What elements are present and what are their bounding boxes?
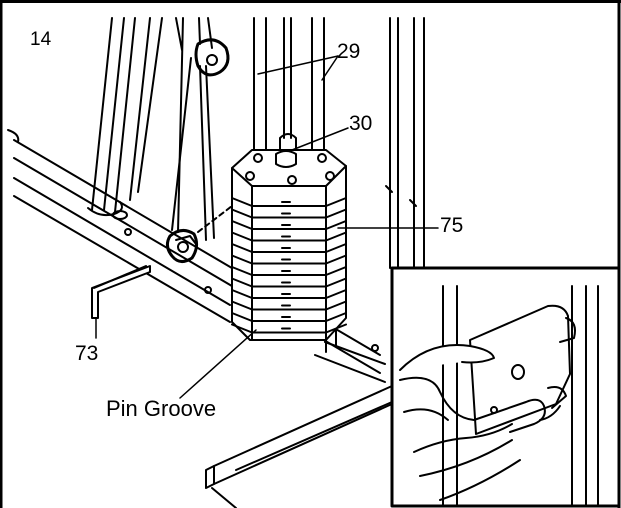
callout-73: 73 <box>75 342 99 365</box>
frame-upright <box>87 17 163 220</box>
weight-plate-edge <box>231 231 347 242</box>
inset-frame <box>390 266 621 508</box>
selector-rod <box>279 17 297 162</box>
step-number: 14 <box>30 29 52 50</box>
pin-groove-label: Pin Groove <box>106 396 217 421</box>
callout-75: 75 <box>440 214 464 237</box>
weight-plate-edge <box>231 312 347 322</box>
callout-29: 29 <box>337 40 361 63</box>
lower-pulley <box>165 205 233 263</box>
weight-plate-edge <box>231 289 347 299</box>
weight-plate-edge <box>231 208 347 219</box>
weight-plate-edge <box>231 277 347 288</box>
weight-plate-edge <box>231 197 347 207</box>
weight-plate-edge <box>231 220 347 230</box>
upper-pulley <box>194 17 230 77</box>
pulley-cables <box>171 17 215 241</box>
weight-plate-edge <box>231 266 347 276</box>
callout-30: 30 <box>349 112 373 135</box>
weight-plate-edge <box>231 243 347 253</box>
weight-stack <box>231 149 347 341</box>
leader-lines <box>95 55 439 399</box>
weight-plate-lines <box>231 197 347 334</box>
selector-pin <box>91 265 151 319</box>
rear-uprights <box>385 17 425 269</box>
weight-plate-edge <box>231 323 347 334</box>
guide-rods <box>253 17 337 353</box>
weight-plate-edge <box>231 300 347 311</box>
lower-crossbar <box>205 341 393 508</box>
weight-plate-edge <box>231 254 347 265</box>
